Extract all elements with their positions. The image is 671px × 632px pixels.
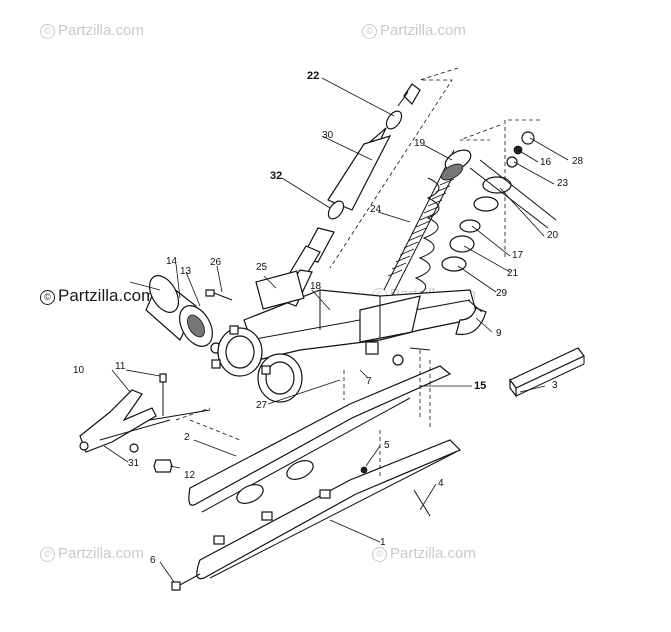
callout-3: 3 [552, 380, 558, 391]
callout-11: 11 [115, 361, 126, 372]
watermark-top-left: ©Partzilla.com [40, 22, 144, 39]
callout-15: 15 [474, 380, 487, 392]
callout-9: 9 [496, 328, 502, 339]
shock-assembly-bracket [329, 67, 540, 269]
callout-12: 12 [184, 470, 196, 481]
callout-18: 18 [310, 281, 322, 292]
hardware-stack [441, 131, 557, 272]
callout-20: 20 [547, 230, 559, 241]
callout-29: 29 [496, 288, 508, 299]
callout-7: 7 [366, 376, 372, 387]
callout-1: 1 [380, 537, 386, 548]
swing-arm-frame [243, 269, 479, 361]
watermark-bottom-right: ©Partzilla.com [372, 545, 476, 562]
callout-30: 30 [322, 130, 334, 141]
callout-21: 21 [507, 268, 519, 279]
leader-lines [103, 77, 569, 583]
callout-16: 16 [540, 157, 552, 168]
guard-plate-2 [188, 365, 452, 513]
callout-4: 4 [438, 478, 444, 489]
alignment-lines [175, 350, 431, 428]
callout-26: 26 [210, 257, 222, 268]
watermark-bottom-left: ©Partzilla.com [40, 545, 144, 562]
tube-assembly [145, 275, 222, 354]
callout-5: 5 [384, 440, 390, 451]
coil-spring [383, 149, 472, 319]
callout-19: 19 [414, 138, 426, 149]
right-bracket [392, 299, 487, 366]
bolt-26 [205, 289, 233, 301]
callout-14: 14 [166, 256, 178, 267]
bolt-11 [153, 373, 173, 473]
callout-31: 31 [128, 458, 140, 469]
bolt-6 [171, 573, 201, 591]
callout-28: 28 [572, 156, 584, 167]
skid-plate-1 [196, 430, 462, 580]
watermark-mid-left: ©Partzilla.com [40, 286, 155, 306]
callout-24: 24 [370, 204, 382, 215]
callout-22: 22 [307, 70, 320, 82]
callout-23: 23 [557, 178, 569, 189]
callout-6: 6 [150, 555, 156, 566]
callout-2: 2 [184, 432, 190, 443]
watermark-top-right: ©Partzilla.com [362, 22, 466, 39]
pivot-clamps [211, 325, 303, 403]
callout-10: 10 [73, 365, 85, 376]
shock-absorber [281, 83, 421, 301]
callout-32: 32 [270, 170, 283, 182]
callout-25: 25 [256, 262, 268, 273]
callout-27: 27 [256, 400, 268, 411]
callout-13: 13 [180, 266, 192, 277]
callout-17: 17 [512, 250, 524, 261]
square-tube [509, 347, 585, 398]
left-bracket [79, 389, 211, 453]
